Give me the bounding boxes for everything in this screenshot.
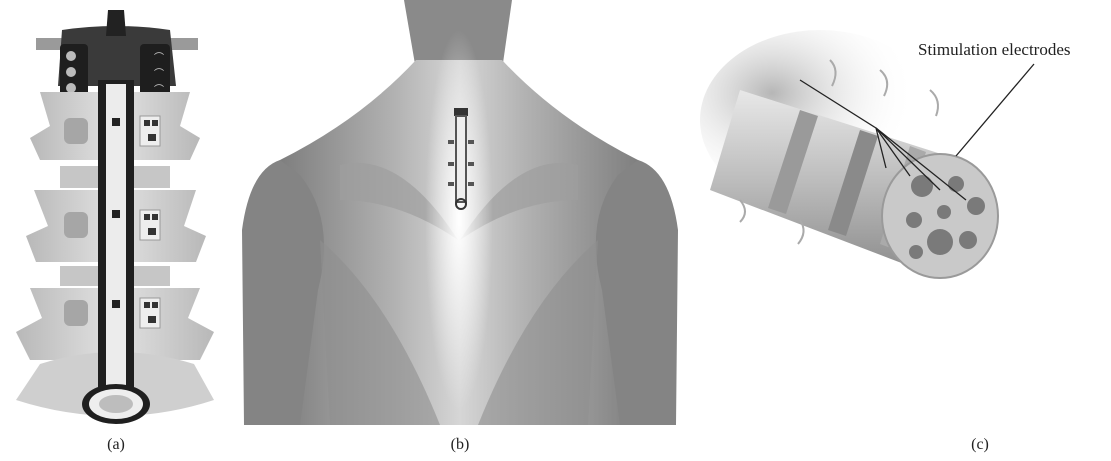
svg-text:⌒: ⌒ [154, 68, 164, 80]
svg-text:⌒: ⌒ [154, 52, 164, 64]
cylindrical-lead-illustration [700, 0, 1111, 425]
panel-a: ⌒⌒⌒ (a) [0, 0, 230, 461]
panel-c: Stimulation electrodes (c) [700, 0, 1111, 461]
back-torso-illustration [240, 0, 678, 425]
caption-a: (a) [96, 436, 136, 454]
panel-b: (b) [240, 0, 678, 461]
caption-c: (c) [960, 436, 1000, 454]
spinal-column-illustration: ⌒⌒⌒ [0, 0, 230, 430]
caption-b: (b) [440, 436, 480, 454]
stimulation-electrodes-label: Stimulation electrodes [918, 40, 1071, 60]
